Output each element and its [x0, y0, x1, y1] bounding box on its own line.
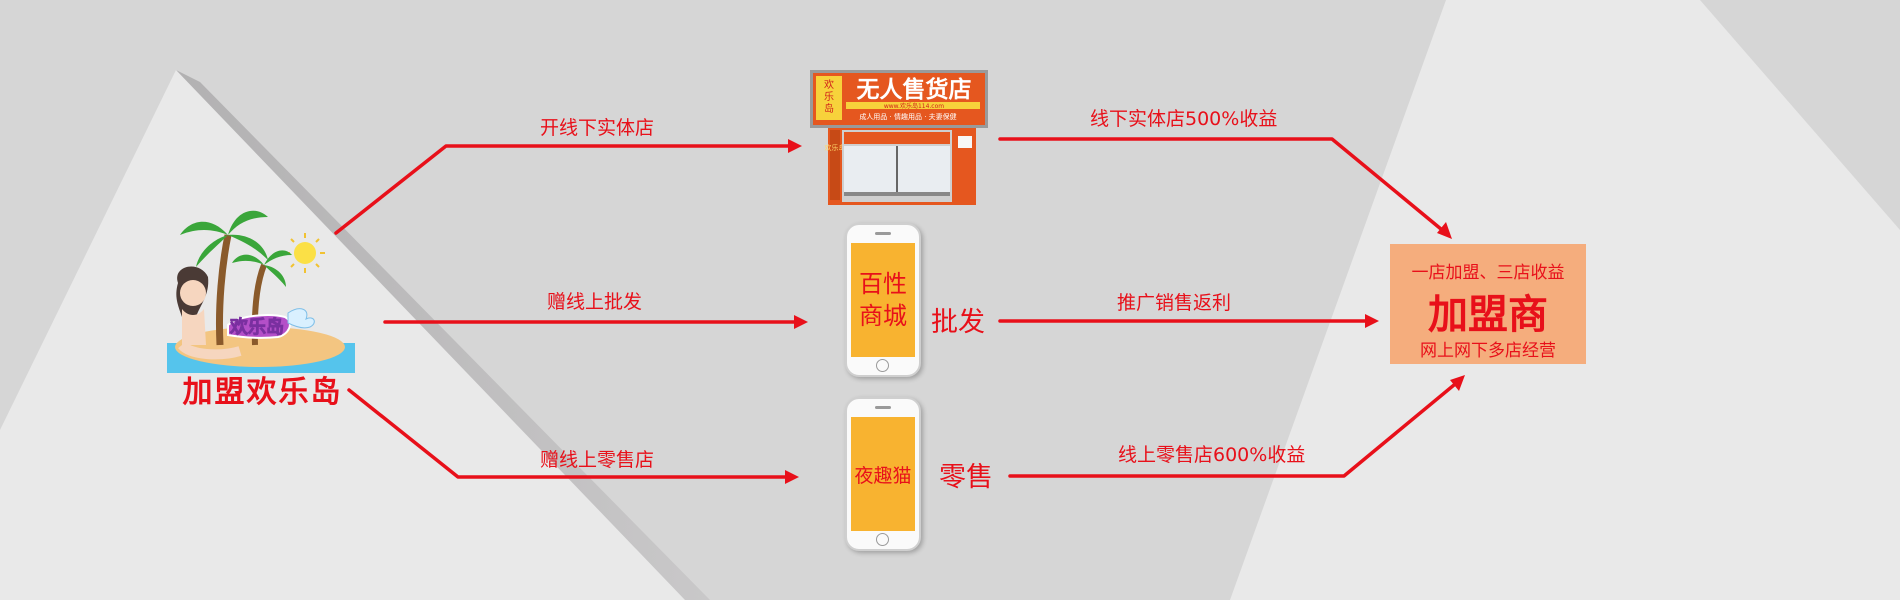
- label-online-wholesale: 赠线上批发: [547, 291, 643, 313]
- franchisee-top-text: 一店加盟、三店收益: [1411, 263, 1565, 283]
- label-promotion-rebate: 推广销售返利: [1117, 292, 1232, 314]
- left-triangle-shadow: [176, 70, 710, 600]
- arrowhead-middle-in: [794, 315, 808, 329]
- left-triangle: [0, 70, 685, 600]
- arrowhead-bottom-out: [1450, 375, 1465, 391]
- phone-speaker: [875, 232, 891, 235]
- wholesale-screen-line2: 商城: [859, 302, 907, 330]
- franchisee-box: 一店加盟、三店收益 加盟商 网上网下多店经营: [1390, 244, 1586, 364]
- arrow-top-out: [998, 137, 1449, 236]
- arrowhead-bottom-in: [785, 470, 799, 484]
- wholesale-label: 批发: [931, 307, 985, 338]
- wholesale-mall-phone: 百性 商城: [845, 223, 921, 377]
- arrow-bottom-in: [347, 388, 795, 479]
- svg-text:乐: 乐: [824, 91, 834, 103]
- franchisee-bottom-text: 网上网下多店经营: [1420, 341, 1556, 361]
- svg-text:岛: 岛: [824, 102, 834, 115]
- wholesale-screen-line1: 百性: [859, 270, 907, 298]
- label-open-offline-store: 开线下实体店: [540, 117, 655, 139]
- storefront-icon: 欢 乐 岛 无人售货店 www.欢乐岛114.com 成人用品 · 情趣用品 ·…: [810, 70, 988, 205]
- retail-screen-text: 夜趣猫: [854, 464, 912, 487]
- label-offline-store-profit: 线下实体店500%收益: [1090, 108, 1278, 130]
- phone-speaker: [875, 406, 891, 409]
- wholesale-phone-screen: 百性 商城: [851, 243, 915, 357]
- franchisee-title: 加盟商: [1428, 292, 1548, 338]
- store-sign-text: 无人售货店: [857, 76, 972, 103]
- svg-text:欢: 欢: [824, 78, 834, 91]
- arrowhead-top-in: [788, 139, 802, 153]
- retail-store-phone: 夜趣猫: [845, 397, 921, 551]
- logo-badge-text: 欢乐岛: [229, 316, 284, 338]
- phone-home-button: [876, 533, 889, 546]
- palm-island-mascot-icon: 欢乐岛: [160, 205, 365, 405]
- join-joyisland-title: 加盟欢乐岛: [182, 375, 343, 410]
- store-side-sign-text: 欢乐岛: [825, 143, 846, 152]
- store-url-text: www.欢乐岛114.com: [884, 102, 944, 110]
- retail-label: 零售: [939, 462, 993, 493]
- store-tagline-text: 成人用品 · 情趣用品 · 夫妻保健: [859, 112, 956, 121]
- retail-phone-screen: 夜趣猫: [851, 417, 915, 531]
- arrowhead-middle-out: [1365, 314, 1379, 328]
- arrow-bottom-out: [1008, 378, 1462, 478]
- phone-home-button: [876, 359, 889, 372]
- label-online-retail-store: 赠线上零售店: [540, 449, 655, 471]
- arrow-top-in: [334, 144, 798, 235]
- arrowhead-top-out: [1437, 222, 1452, 239]
- label-online-retail-profit: 线上零售店600%收益: [1118, 444, 1306, 466]
